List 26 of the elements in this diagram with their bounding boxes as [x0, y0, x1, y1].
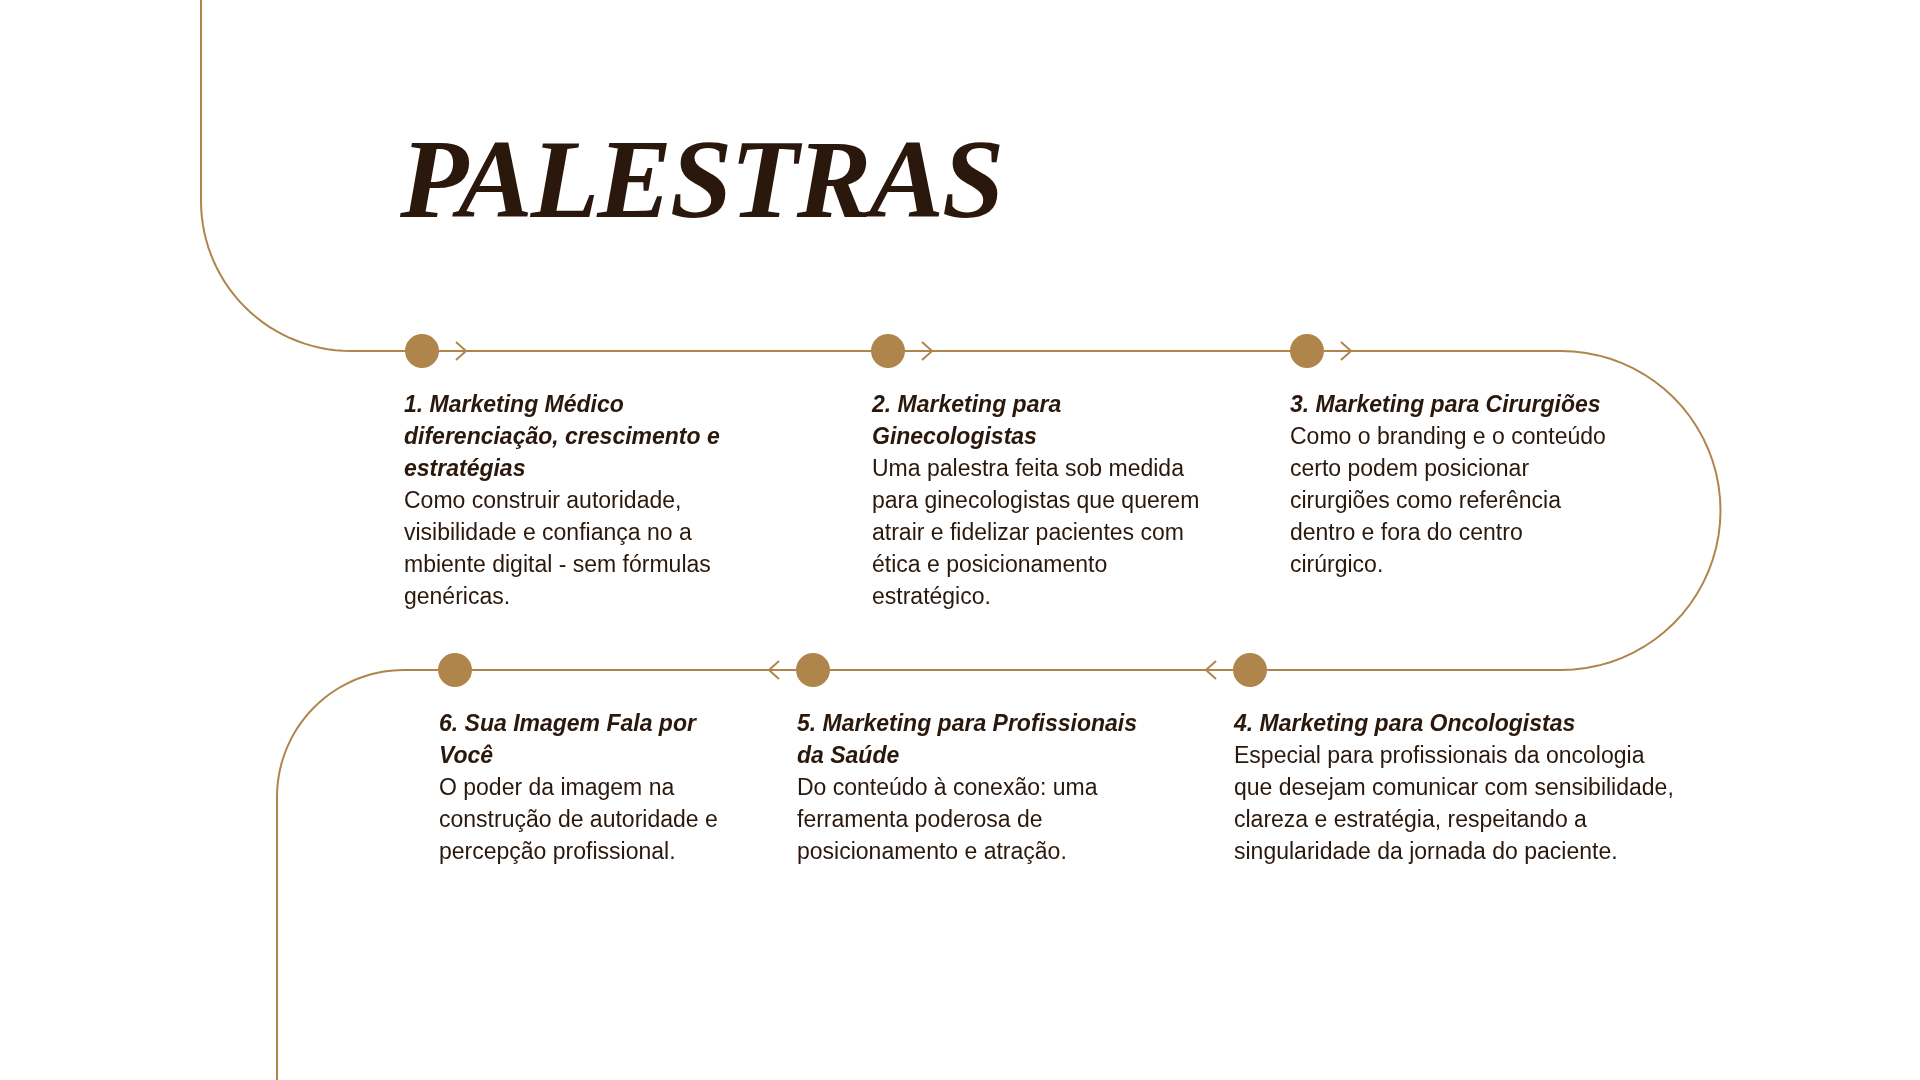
talk-description: Como construir autoridade, visibilidade e confiança no a mbiente digital - sem fórmulas genéricas. [404, 486, 712, 611]
talk-heading: 3. Marketing para Cirurgiões [1290, 390, 1602, 419]
talk-heading: 6. Sua Imagem Fala por Você [439, 709, 698, 770]
talk-description: Especial para profissionais da oncologia que desejam comunicar com sensibilidade, clareza e estratégia, respeitando a singularidade da jornada do paciente. [1234, 741, 1674, 866]
connector-line [904, 350, 1291, 352]
timeline-dot [1290, 334, 1324, 368]
timeline-dot [871, 334, 905, 368]
connector-line [1266, 350, 1722, 671]
timeline-dot [405, 334, 439, 368]
talk-heading: 2. Marketing para Ginecologistas [872, 390, 1063, 451]
connector-line [438, 350, 872, 352]
connector-line [276, 669, 439, 1080]
connector-line [200, 0, 406, 352]
timeline-dot [796, 653, 830, 687]
timeline-dot [438, 653, 472, 687]
talk-description: Do conteúdo à conexão: uma ferramenta poderosa de posicionamento e atração. [797, 773, 1099, 866]
connector-line [829, 669, 1234, 671]
talk-heading: 5. Marketing para Profissionais da Saúde [797, 709, 1138, 770]
talk-description: Uma palestra feita sob medida para ginecologistas que querem atrair e fidelizar pacientes com ética e posicionamento estratégico. [872, 454, 1201, 611]
connector-line [471, 669, 797, 671]
talk-description: Como o branding e o conteúdo certo podem posicionar cirurgiões como referência dentro e fora do centro cirúrgico. [1290, 422, 1607, 579]
talk-heading: 4. Marketing para Oncologistas [1234, 709, 1577, 738]
talk-description: O poder da imagem na construção de autoridade e percepção profissional. [439, 773, 719, 866]
talk-heading: 1. Marketing Médico diferenciação, crescimento e estratégias [404, 390, 721, 483]
timeline-dot [1233, 653, 1267, 687]
page-title: PALESTRAS [400, 118, 1003, 242]
